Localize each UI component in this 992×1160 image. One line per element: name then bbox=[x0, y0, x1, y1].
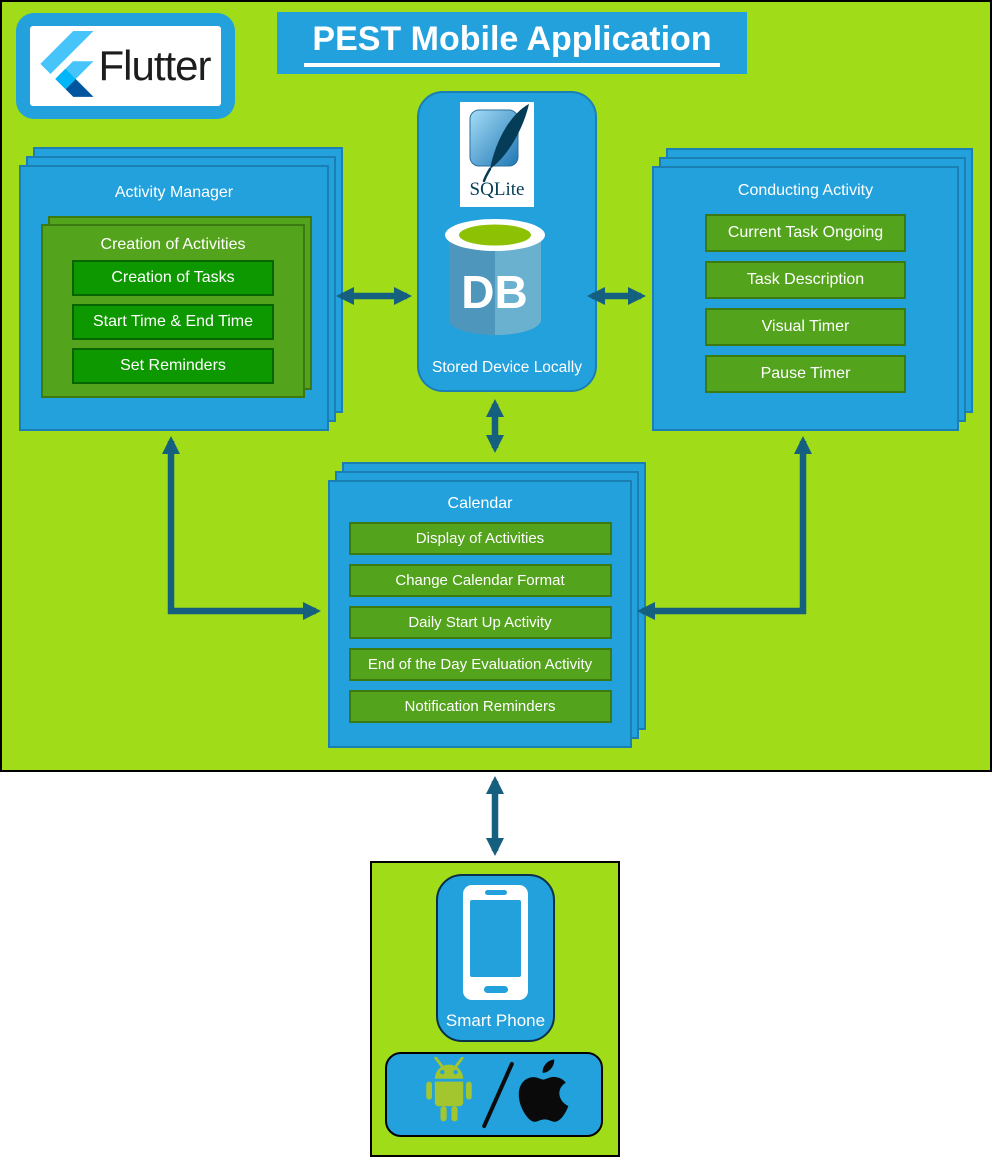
diagram-box-notification-reminders: Notification Reminders bbox=[348, 690, 612, 723]
diagram-box-current-task: Current Task Ongoing bbox=[705, 214, 906, 252]
db-label: DB bbox=[461, 266, 528, 318]
flutter-wordmark: Flutter bbox=[98, 42, 211, 89]
diagram-box-display-activities: Display of Activities bbox=[348, 522, 612, 555]
phone-screen bbox=[470, 900, 521, 977]
sqlite-logo-icon: SQLite bbox=[460, 102, 534, 207]
platforms-card bbox=[385, 1052, 603, 1137]
phone-speaker bbox=[484, 890, 507, 895]
smartphone-card: Smart Phone bbox=[436, 874, 555, 1042]
title-bar: PEST Mobile Application bbox=[277, 12, 747, 74]
diagram-box-change-format: Change Calendar Format bbox=[348, 564, 612, 597]
diagram-box-pause-timer: Pause Timer bbox=[705, 355, 906, 393]
slash-divider bbox=[481, 1060, 515, 1129]
db-cylinder-icon bbox=[443, 217, 547, 352]
smartphone-label: Smart Phone bbox=[445, 1011, 546, 1030]
calendar-card: Calendar Display of Activities Change Ca… bbox=[328, 480, 632, 748]
conducting-activity-card: Conducting Activity Current Task Ongoing… bbox=[652, 166, 959, 431]
phone-home-button bbox=[483, 986, 508, 993]
smartphone-section: Smart Phone bbox=[370, 861, 620, 1157]
calendar-title: Calendar bbox=[447, 495, 513, 512]
diagram-box-set-reminders: Set Reminders bbox=[72, 348, 274, 384]
diagram-box-task-description: Task Description bbox=[705, 261, 906, 299]
creation-activities-title: Creation of Activities bbox=[100, 236, 246, 253]
page-title: PEST Mobile Application bbox=[304, 20, 720, 67]
diagram-box-creation-of-tasks: Creation of Tasks bbox=[72, 260, 274, 296]
apple-icon bbox=[516, 1059, 570, 1130]
sqlite-label: SQLite bbox=[469, 179, 525, 200]
main-diagram-area: Flutter PEST Mobile Application Activity… bbox=[0, 0, 992, 772]
flutter-logo-icon bbox=[40, 30, 94, 102]
calendar-stack: Calendar Display of Activities Change Ca… bbox=[328, 462, 646, 748]
android-icon bbox=[418, 1056, 480, 1132]
flutter-logo: Flutter bbox=[30, 26, 221, 106]
diagram-box-visual-timer: Visual Timer bbox=[705, 308, 906, 346]
flutter-badge: Flutter bbox=[16, 13, 235, 119]
db-caption: Stored Device Locally bbox=[432, 359, 582, 376]
diagram-box-start-end-time: Start Time & End Time bbox=[72, 304, 274, 340]
database-card: SQLite DB Stored Device Locally bbox=[417, 91, 597, 392]
conducting-activity-title: Conducting Activity bbox=[737, 182, 874, 199]
conducting-activity-stack: Conducting Activity Current Task Ongoing… bbox=[652, 148, 973, 431]
creation-activities-card: Creation of Activities Creation of Tasks… bbox=[41, 224, 305, 398]
diagram-box-end-of-day: End of the Day Evaluation Activity bbox=[348, 648, 612, 681]
creation-activities-stack: Creation of Activities Creation of Tasks… bbox=[41, 216, 312, 398]
activity-manager-title: Activity Manager bbox=[114, 184, 234, 201]
smartphone-icon bbox=[463, 885, 528, 1000]
diagram-box-daily-startup: Daily Start Up Activity bbox=[348, 606, 612, 639]
